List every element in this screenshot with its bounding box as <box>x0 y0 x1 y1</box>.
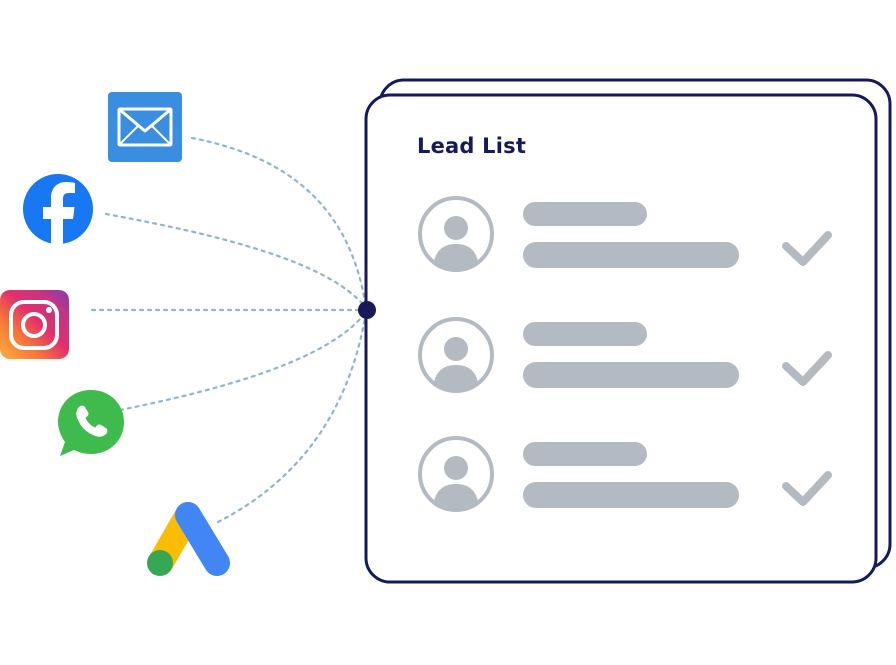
lead-detail-placeholder <box>523 242 739 268</box>
lead-name-placeholder <box>523 442 647 466</box>
connector-facebook <box>104 212 368 310</box>
user-avatar-icon <box>418 436 494 512</box>
user-avatar-icon <box>418 317 494 393</box>
user-avatar-icon <box>418 196 494 272</box>
connector-junction-dot <box>358 301 376 319</box>
lead-list-title: Lead List <box>417 134 527 158</box>
checkmark-icon <box>782 351 832 386</box>
lead-detail-placeholder <box>523 362 739 388</box>
facebook-icon <box>23 174 93 244</box>
instagram-icon <box>0 290 69 359</box>
lead-name-placeholder <box>523 202 647 226</box>
lead-name-placeholder <box>523 322 647 346</box>
lead-list <box>418 196 832 512</box>
whatsapp-icon <box>58 390 124 456</box>
connector-lines <box>90 136 368 524</box>
lead-row <box>418 196 832 272</box>
lead-row <box>418 436 832 512</box>
checkmark-icon <box>782 471 832 506</box>
connector-email <box>190 136 368 310</box>
envelope-icon <box>108 92 182 162</box>
lead-detail-placeholder <box>523 482 739 508</box>
checkmark-icon <box>782 231 832 266</box>
lead-row <box>418 317 832 393</box>
google-ads-icon <box>147 502 230 576</box>
connector-whatsapp <box>118 310 368 412</box>
connector-google-ads <box>216 310 368 524</box>
